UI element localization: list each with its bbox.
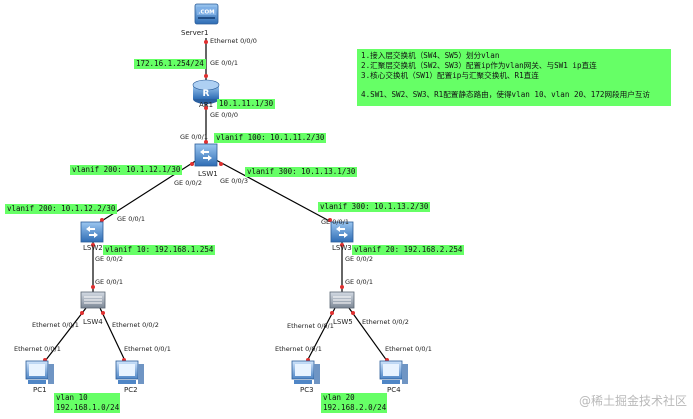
link-lsw4-pc1 — [41, 307, 87, 366]
device-label-lsw5: LSW5 — [333, 318, 353, 326]
port-label: GE 0/0/0 — [210, 111, 238, 119]
pc1-icon[interactable] — [25, 360, 54, 384]
switch-lsw2-icon[interactable] — [80, 221, 104, 243]
port-label: Ethernet 0/0/1 — [275, 345, 322, 353]
switch-lsw3-icon[interactable] — [330, 221, 354, 243]
note-line-1: 1.接入层交换机（SW4、SW5）划分vlan — [361, 51, 500, 60]
device-label-server1: Server1 — [181, 29, 209, 37]
tag-vlan10-name: vlan 10 — [54, 393, 120, 403]
port-dot — [340, 243, 344, 247]
device-label-lsw2: LSW2 — [83, 244, 103, 252]
tag-lsw2-vlanif200: vlanif 200: 10.1.12.2/30 — [5, 204, 118, 214]
requirements-note: 1.接入层交换机（SW4、SW5）划分vlan 2.汇聚层交换机（SW2、SW3… — [357, 49, 671, 106]
device-label-lsw1: LSW1 — [198, 170, 218, 178]
port-dot — [190, 162, 194, 166]
device-label-lsw3: LSW3 — [332, 244, 352, 252]
core-switch-icon[interactable] — [194, 143, 218, 167]
port-label: GE 0/0/2 — [174, 179, 202, 187]
pc4-icon[interactable] — [379, 360, 408, 384]
port-label: Ethernet 0/0/1 — [14, 345, 61, 353]
server-icon[interactable]: .COM — [194, 3, 219, 25]
port-label: Ethernet 0/0/1 — [32, 321, 79, 329]
port-dot — [80, 311, 84, 315]
server-badge: .COM — [198, 10, 214, 16]
tag-vlan20-name: vlan 20 — [321, 393, 387, 403]
link-lsw4-pc2 — [99, 307, 128, 366]
tag-lsw1-vlanif100: vlanif 100: 10.1.11.2/30 — [214, 133, 327, 143]
router-icon[interactable]: R — [192, 79, 220, 104]
port-dot — [204, 40, 208, 44]
tag-lsw1-vlanif200: vlanif 200: 10.1.12.1/30 — [70, 165, 183, 175]
port-label: GE 0/0/1 — [95, 278, 123, 286]
port-label: GE 0/0/2 — [95, 255, 123, 263]
watermark: @稀土掘金技术社区 — [578, 394, 687, 408]
note-line-2: 2.汇聚层交换机（SW2、SW3）配置ip作为vlan网关、与SW1 ip直连 — [361, 61, 597, 70]
device-label-pc2: PC2 — [124, 386, 138, 394]
port-dot — [219, 162, 223, 166]
port-label: GE 0/0/1 — [345, 278, 373, 286]
port-dot — [340, 285, 344, 289]
tag-lsw2-vlanif10: vlanif 10: 192.168.1.254 — [103, 245, 216, 255]
port-dot — [204, 106, 208, 110]
tag-lsw3-vlanif300: vlanif 300: 10.1.13.2/30 — [318, 202, 431, 212]
port-dot — [101, 311, 105, 315]
link-lsw1-lsw3 — [215, 159, 336, 225]
tag-server-ip: 172.16.1.254/24 — [134, 59, 206, 69]
port-label: Ethernet 0/0/1 — [124, 345, 171, 353]
port-label: Ethernet 0/0/1 — [287, 322, 334, 330]
tag-vlan20-net: 192.168.2.0/24 — [321, 403, 387, 413]
port-dot — [204, 140, 208, 144]
port-label: GE 0/0/1 — [180, 133, 208, 141]
link-lsw5-pc4 — [348, 307, 391, 366]
tag-vlan10-net: 192.168.1.0/24 — [54, 403, 120, 413]
port-dot — [330, 311, 334, 315]
tag-lsw1-vlanif300: vlanif 300: 10.1.13.1/30 — [245, 167, 358, 177]
port-label: Ethernet 0/0/0 — [210, 37, 257, 45]
note-line-4: 4.SW1、SW2、SW3、R1配置静态路由，使得vlan 10、vlan 20… — [361, 90, 651, 99]
port-label: Ethernet 0/0/1 — [385, 345, 432, 353]
device-label-pc3: PC3 — [300, 386, 314, 394]
pc2-icon[interactable] — [115, 360, 144, 384]
port-label: Ethernet 0/0/2 — [112, 321, 159, 329]
pc3-icon[interactable] — [291, 360, 320, 384]
port-dot — [204, 74, 208, 78]
note-line-3: 3.核心交换机（SW1）配置ip与汇聚交换机、R1直连 — [361, 71, 539, 80]
tag-lsw3-vlanif20: vlanif 20: 192.168.2.254 — [352, 245, 465, 255]
device-label-pc1: PC1 — [33, 386, 47, 394]
device-label-pc4: PC4 — [387, 386, 401, 394]
tag-ar1-ip: 10.1.11.1/30 — [217, 99, 276, 109]
port-label: GE 0/0/1 — [117, 215, 145, 223]
switch-lsw4-icon[interactable] — [80, 291, 106, 309]
link-lsw5-pc3 — [304, 307, 336, 366]
port-dot — [100, 218, 104, 222]
port-label: GE 0/0/1 — [321, 218, 349, 226]
device-label-ar1: AR1 — [199, 101, 214, 109]
port-dot — [351, 311, 355, 315]
port-label: GE 0/0/2 — [345, 255, 373, 263]
svg-text:R: R — [203, 89, 210, 99]
port-label: Ethernet 0/0/2 — [362, 318, 409, 326]
switch-lsw5-icon[interactable] — [329, 291, 355, 309]
port-dot — [328, 218, 332, 222]
device-label-lsw4: LSW4 — [83, 318, 103, 326]
port-dot — [91, 285, 95, 289]
port-label: GE 0/0/1 — [210, 59, 238, 67]
port-dot — [91, 243, 95, 247]
port-label: GE 0/0/3 — [220, 177, 248, 185]
